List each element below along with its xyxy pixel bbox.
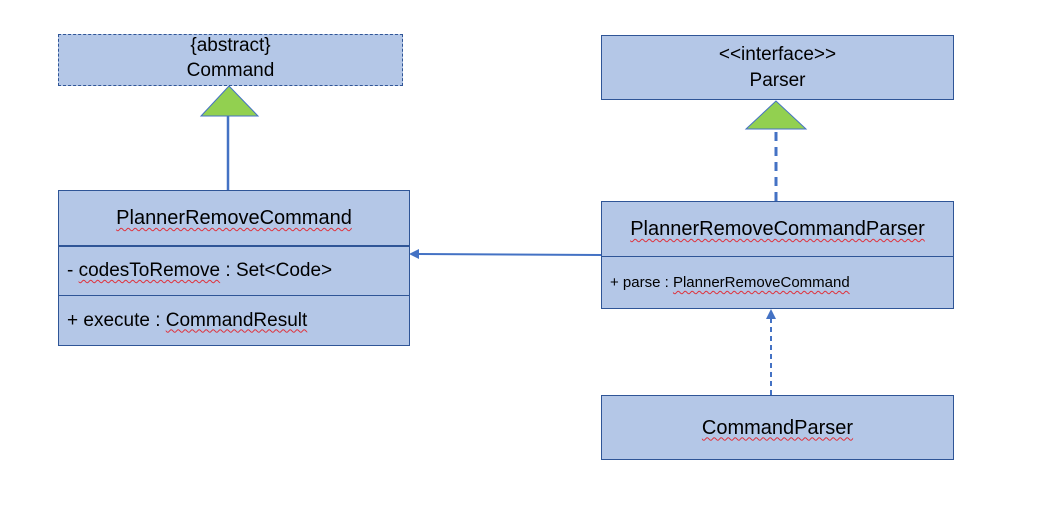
inheritance-triangle-icon bbox=[199, 85, 260, 117]
parser-interface-box: <<interface>> Parser bbox=[601, 35, 954, 100]
method-execute-prefix: + execute : bbox=[67, 309, 166, 331]
command-class-name: Command bbox=[186, 60, 275, 81]
planner-remove-command-parser-methods-section: + parse : PlannerRemoveCommand bbox=[602, 256, 953, 308]
planner-remove-command-methods-section: + execute : CommandResult bbox=[59, 295, 409, 345]
command-parser-class-box: CommandParser bbox=[601, 395, 954, 460]
parser-stereotype: <<interface>> bbox=[718, 43, 837, 65]
command-stereotype: {abstract} bbox=[190, 35, 271, 56]
association-arrowhead-icon bbox=[409, 249, 419, 259]
dependency-arrowhead-icon bbox=[766, 309, 776, 319]
planner-remove-command-parser-class-box: PlannerRemoveCommandParser + parse : Pla… bbox=[601, 201, 954, 309]
attribute-type: : Set<Code> bbox=[220, 260, 333, 281]
method-parse-prefix: + parse : bbox=[610, 274, 673, 291]
planner-remove-command-class-name: PlannerRemoveCommand bbox=[116, 207, 352, 229]
command-parser-class-name: CommandParser bbox=[701, 416, 854, 439]
method-execute-return-type: CommandResult bbox=[165, 309, 308, 331]
attribute-prefix: - bbox=[67, 260, 79, 281]
association-line bbox=[417, 253, 602, 256]
planner-remove-command-name-section: PlannerRemoveCommand bbox=[59, 191, 409, 245]
planner-remove-command-parser-name-section: PlannerRemoveCommandParser bbox=[602, 202, 953, 256]
planner-remove-command-class-box: PlannerRemoveCommand - codesToRemove : S… bbox=[58, 190, 410, 346]
planner-remove-command-parser-class-name: PlannerRemoveCommandParser bbox=[630, 218, 925, 240]
command-class-box: {abstract} Command bbox=[58, 34, 403, 86]
attribute-codes-to-remove: codesToRemove bbox=[78, 260, 221, 281]
planner-remove-command-attributes-section: - codesToRemove : Set<Code> bbox=[59, 245, 409, 295]
realization-triangle-icon bbox=[744, 100, 808, 130]
parser-interface-name: Parser bbox=[749, 69, 806, 91]
method-parse-return-type: PlannerRemoveCommand bbox=[672, 274, 850, 291]
